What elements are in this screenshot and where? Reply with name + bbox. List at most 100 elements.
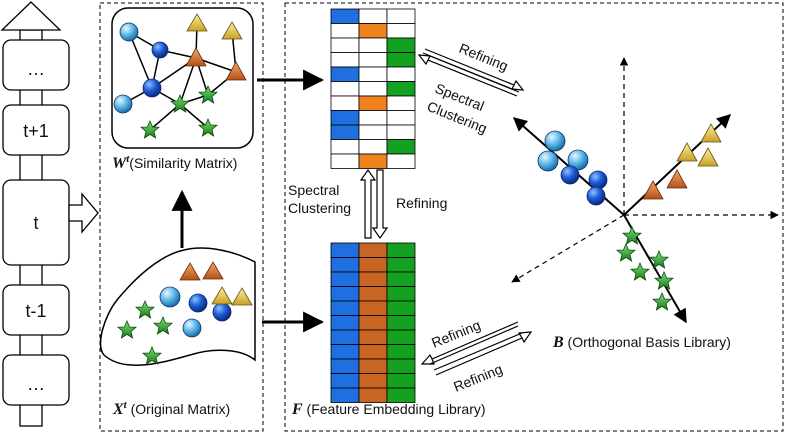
blue-sphere-icon — [560, 165, 580, 185]
up-hollow-arrow-icon — [359, 168, 377, 239]
input-panel — [99, 2, 264, 432]
timeline-up-arrow-icon — [0, 1, 62, 31]
green-star-icon — [152, 315, 174, 335]
blue-sphere-icon — [586, 186, 606, 206]
green-star-icon — [139, 119, 161, 139]
yellow-triangle-icon — [231, 287, 253, 306]
embedding-cell — [386, 373, 416, 389]
blue-sphere-icon — [142, 78, 162, 98]
matrix-cell — [358, 23, 388, 39]
green-star-icon — [648, 249, 670, 269]
orange-triangle-icon — [202, 261, 224, 280]
lower-refine-bottom-label: Refining — [451, 361, 505, 395]
embedding-cell — [358, 286, 388, 302]
upper-refine-label: Refining — [457, 40, 511, 74]
light-blue-sphere-icon — [159, 286, 181, 308]
matrix-cell — [386, 52, 416, 68]
timeline-box-t — [2, 179, 70, 266]
embedding-cell — [386, 300, 416, 316]
vertical-right-label: Refining — [396, 195, 447, 211]
lower-refine-top-label: Refining — [429, 317, 483, 351]
vertical-double-arrows — [359, 168, 389, 240]
embedding-cell — [358, 271, 388, 287]
matrix-cell — [358, 95, 388, 111]
embedding-cell — [386, 271, 416, 287]
feature-embedding-label: F (Feature Embedding Library) — [291, 401, 486, 418]
matrix-cell — [358, 52, 388, 68]
lower-right-hollow-arrow-icon — [435, 331, 533, 376]
green-star-icon — [651, 291, 673, 311]
embedding-cell — [358, 358, 388, 374]
timeline-label-t-minus-1: t-1 — [25, 301, 46, 321]
yellow-triangle-icon — [700, 123, 722, 143]
embedding-cell — [330, 300, 360, 316]
light-blue-sphere-icon — [537, 150, 559, 172]
green-star-icon — [621, 225, 643, 245]
yellow-triangle-icon — [211, 286, 233, 305]
embedding-cell — [386, 344, 416, 360]
embedding-cell — [330, 344, 360, 360]
matrix-cell — [330, 139, 360, 155]
orange-triangle-icon — [225, 61, 247, 81]
indicator-matrix — [330, 8, 416, 169]
embedding-cell — [358, 300, 388, 316]
green-star-icon — [141, 345, 163, 365]
matrix-cell — [358, 81, 388, 97]
green-star-icon — [615, 242, 637, 262]
light-blue-sphere-icon — [544, 130, 566, 152]
orange-triangle-icon — [666, 169, 688, 189]
matrix-cell — [330, 110, 360, 126]
embedding-cell — [330, 257, 360, 273]
embedding-cell — [386, 387, 416, 403]
basis-sphere-cluster — [537, 130, 608, 206]
blue-sphere-icon — [188, 293, 208, 313]
similarity-matrix-label: Wt(Similarity Matrix) — [112, 153, 237, 172]
embedding-cell — [386, 242, 416, 258]
matrix-cell — [358, 66, 388, 82]
blue-sphere-icon — [588, 170, 608, 190]
matrix-cell — [330, 66, 360, 82]
original-matrix-label: Xt (Original Matrix) — [112, 399, 230, 418]
green-star-icon — [197, 117, 219, 137]
matrix-cell — [386, 81, 416, 97]
green-star-icon — [169, 93, 191, 113]
embedding-cell — [330, 315, 360, 331]
output-panel — [284, 2, 784, 432]
matrix-cell — [330, 23, 360, 39]
embedding-cell — [330, 373, 360, 389]
matrix-cell — [330, 153, 360, 169]
lower-diagonal-arrows — [420, 321, 533, 376]
orange-triangle-icon — [642, 180, 664, 200]
yellow-triangle-icon — [676, 142, 698, 162]
timeline-box-t-minus-1 — [2, 284, 70, 336]
matrix-cell — [330, 8, 360, 24]
green-star-icon — [134, 299, 156, 319]
vertical-left-label-1: Spectral — [288, 182, 339, 198]
orange-triangle-icon — [185, 47, 207, 67]
embedding-cell — [386, 286, 416, 302]
matrix-cell — [330, 95, 360, 111]
timeline-right-arrow-icon — [68, 192, 99, 234]
vertical-left-label-2: Clustering — [288, 200, 351, 216]
yellow-triangle-icon — [697, 147, 719, 167]
timeline-box-bottom — [2, 354, 70, 406]
embedding-cell — [358, 344, 388, 360]
embedding-cell — [386, 315, 416, 331]
embedding-cell — [386, 257, 416, 273]
matrix-cell — [386, 153, 416, 169]
matrix-cell — [358, 153, 388, 169]
embedding-cell — [358, 257, 388, 273]
upper-diagonal-arrows — [417, 48, 525, 97]
matrix-cell — [358, 8, 388, 24]
matrix-cell — [386, 110, 416, 126]
light-blue-sphere-icon — [113, 94, 133, 114]
matrix-cell — [386, 8, 416, 24]
blue-sphere-icon — [212, 302, 232, 322]
similarity-graph — [111, 7, 254, 149]
timeline-label-t: t — [33, 213, 38, 233]
timeline-box-top — [2, 39, 70, 91]
matrix-cell — [386, 139, 416, 155]
embedding-cell — [358, 373, 388, 389]
timeline-top-dots: … — [27, 59, 45, 79]
light-blue-sphere-icon — [119, 22, 139, 42]
